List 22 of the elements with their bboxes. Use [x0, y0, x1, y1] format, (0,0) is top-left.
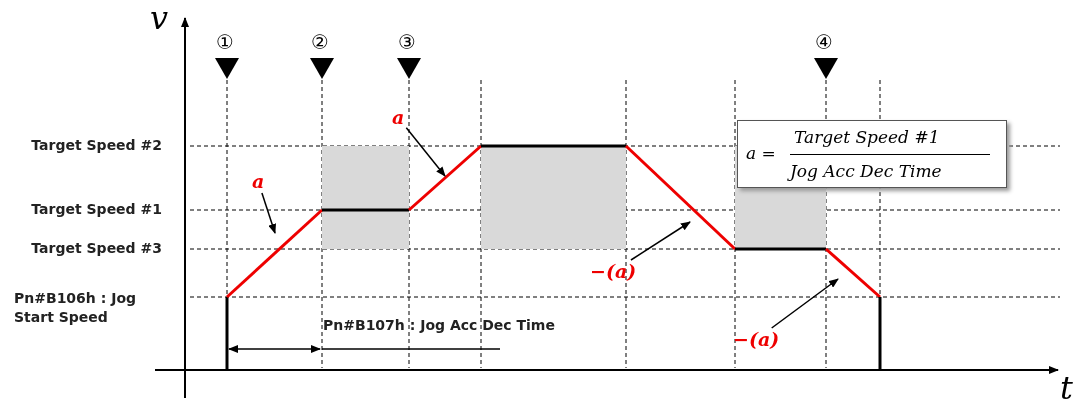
- leader-arrow: [630, 221, 691, 261]
- formula-box: [737, 120, 1007, 188]
- leader-arrow: [405, 126, 446, 177]
- formula-text: a =: [746, 145, 776, 162]
- leader-arrow: [261, 192, 276, 234]
- leader-arrow: [770, 278, 839, 329]
- axis-label: v: [150, 2, 169, 34]
- acceleration-label: a: [392, 108, 405, 127]
- acceleration-label: −(a): [590, 262, 637, 281]
- marker-number: ④: [815, 32, 833, 52]
- formula-numerator: Target Speed #1: [794, 129, 940, 146]
- marker-number: ②: [311, 32, 329, 52]
- axis-tick-label: Target Speed #1: [30, 202, 162, 216]
- axis-label: t: [1060, 372, 1073, 404]
- axis-tick-label: Target Speed #3: [30, 241, 162, 255]
- axis-tick-label: Pn#B106h : Jog Start Speed: [14, 289, 137, 327]
- axis-tick-label: Target Speed #2: [30, 138, 162, 152]
- marker-number: ③: [398, 32, 416, 52]
- acceleration-label: a: [252, 172, 265, 191]
- dimension-label: Pn#B107h : Jog Acc Dec Time: [323, 318, 555, 332]
- marker-number: ①: [216, 32, 234, 52]
- acceleration-label: −(a): [733, 330, 780, 349]
